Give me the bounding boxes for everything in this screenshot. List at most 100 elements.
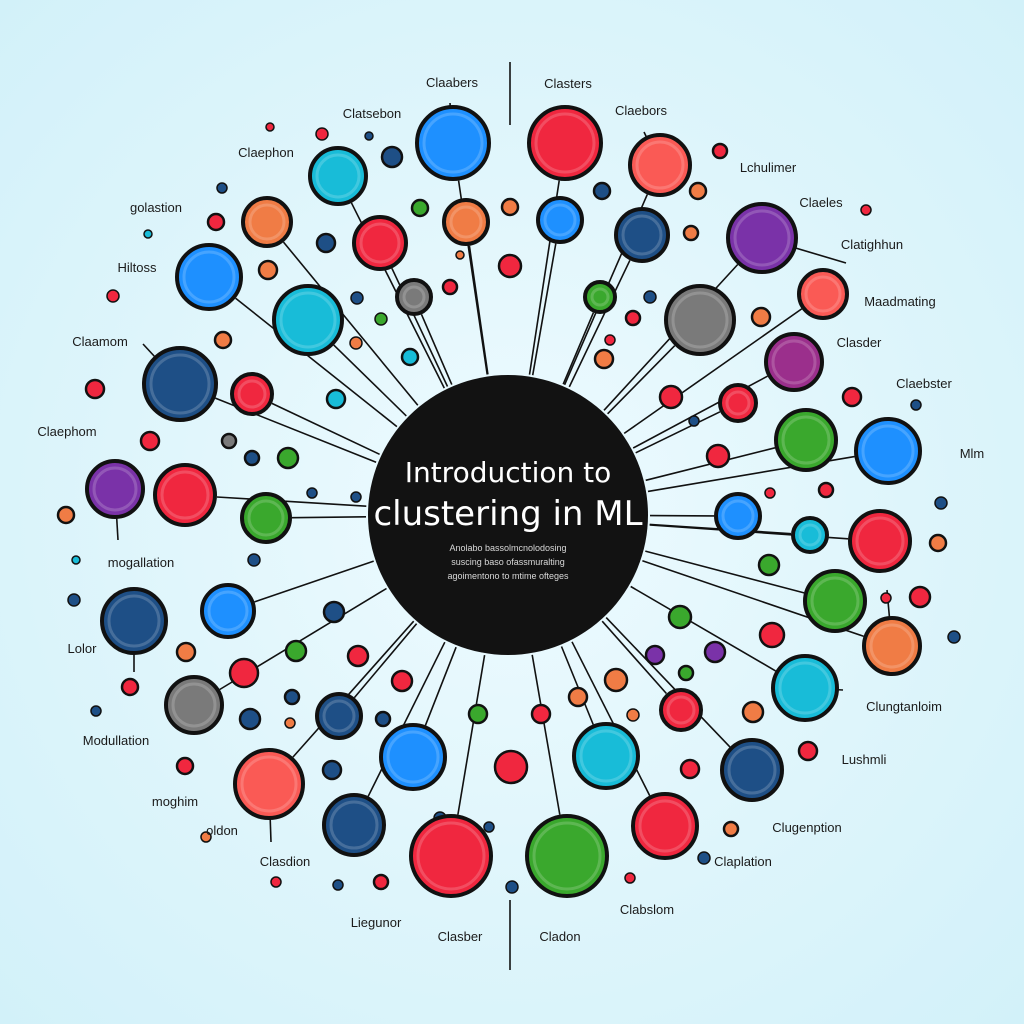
node-ring <box>861 424 915 478</box>
small-dot <box>705 443 731 469</box>
node-circle <box>583 280 617 314</box>
node-ring <box>149 353 211 415</box>
node-ring <box>543 203 577 237</box>
label: Mlm <box>960 446 985 461</box>
small-dot <box>493 749 529 785</box>
connector-line <box>645 550 805 594</box>
cluster-node <box>572 722 640 790</box>
small-dot <box>688 415 700 427</box>
small-dot <box>139 430 161 452</box>
small-dot <box>374 710 392 728</box>
node-ring <box>855 516 905 566</box>
small-dot <box>711 142 729 160</box>
connector-line <box>568 259 631 388</box>
small-dot <box>757 553 781 577</box>
connector-line <box>420 314 453 385</box>
small-dot <box>410 198 430 218</box>
cluster-node <box>200 583 256 639</box>
small-dot <box>603 667 629 693</box>
node-circle <box>862 616 922 676</box>
small-dot <box>697 851 711 865</box>
connector-line <box>424 646 457 726</box>
connector-line <box>562 312 595 385</box>
small-dot <box>175 641 197 663</box>
node-ring <box>107 594 161 648</box>
small-dot <box>910 399 922 411</box>
label: Claephom <box>37 424 96 439</box>
small-dot <box>228 657 260 689</box>
cluster-node <box>771 654 839 722</box>
node-circle <box>764 332 824 392</box>
connector-line <box>367 641 446 797</box>
small-dot <box>604 334 616 346</box>
label: Lushmli <box>842 752 887 767</box>
node-circle <box>352 215 408 271</box>
small-dot <box>390 669 414 693</box>
cluster-node <box>272 284 344 356</box>
cluster-node <box>527 105 603 181</box>
node-circle <box>308 146 368 206</box>
label: Lolor <box>68 641 98 656</box>
node-circle <box>848 509 912 573</box>
small-dot <box>200 831 212 843</box>
node-circle <box>153 463 217 527</box>
small-dot <box>860 204 872 216</box>
cluster-node <box>308 146 368 206</box>
cluster-node <box>315 692 363 740</box>
node-ring <box>534 112 596 174</box>
small-dot <box>928 533 948 553</box>
node-circle <box>442 198 490 246</box>
node-circle <box>272 284 344 356</box>
small-dot <box>679 758 701 780</box>
cluster-node <box>379 723 447 791</box>
node-ring <box>279 291 337 349</box>
small-dot <box>841 386 863 408</box>
cluster-node <box>230 372 274 416</box>
node-circle <box>628 133 692 197</box>
small-dot <box>400 347 420 367</box>
node-circle <box>164 675 224 735</box>
small-dot <box>626 708 640 722</box>
hub-subtitle-line2: suscing baso ofassmuralting <box>451 557 565 567</box>
small-dot <box>206 212 226 232</box>
small-dot <box>758 621 786 649</box>
connector-line <box>607 345 676 415</box>
node-circle <box>527 105 603 181</box>
connector-line <box>531 654 561 815</box>
connector-line <box>635 411 721 454</box>
label: Clasdion <box>260 854 311 869</box>
node-ring <box>240 755 298 813</box>
node-circle <box>714 492 762 540</box>
node-ring <box>621 214 663 256</box>
cluster-node <box>797 268 849 320</box>
node-ring <box>671 291 729 349</box>
small-dot <box>325 388 347 410</box>
label: Modullation <box>83 733 150 748</box>
cluster-node <box>803 569 867 633</box>
label: Claebster <box>896 376 952 391</box>
small-dot <box>880 592 892 604</box>
node-circle <box>85 459 145 519</box>
cluster-node <box>631 792 699 860</box>
cluster-node <box>714 492 762 540</box>
small-dot <box>349 336 363 350</box>
node-ring <box>402 285 426 309</box>
node-ring <box>721 499 755 533</box>
small-dot <box>947 630 961 644</box>
node-circle <box>315 692 363 740</box>
cluster-node <box>614 207 670 263</box>
connector-line <box>282 241 419 406</box>
node-ring <box>329 800 379 850</box>
label: Clatsebon <box>343 106 402 121</box>
node-circle <box>175 243 243 311</box>
small-dot <box>741 700 765 724</box>
label: Lchulimer <box>740 160 797 175</box>
small-dot <box>315 232 337 254</box>
label: Claamom <box>72 334 128 349</box>
small-dot <box>667 604 693 630</box>
hub-title-line2: clustering in ML <box>373 494 642 534</box>
cluster-node <box>628 133 692 197</box>
node-circle <box>233 748 305 820</box>
small-dot <box>216 182 228 194</box>
cluster-node <box>352 215 408 271</box>
